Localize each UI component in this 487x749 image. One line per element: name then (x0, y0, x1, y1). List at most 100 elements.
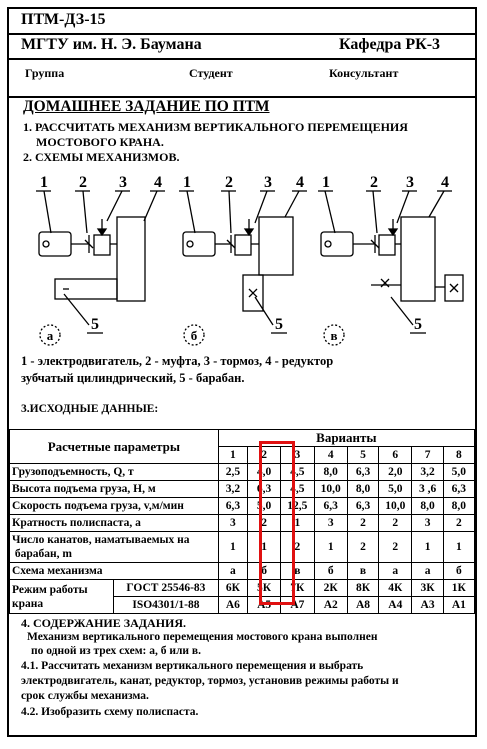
scheme-label: 5 (275, 316, 283, 333)
table-cell: 2 (346, 531, 380, 563)
row-label: Высота подъема груза, H, м (9, 480, 219, 498)
row-label-line: Число канатов, наматываемых на (12, 534, 190, 546)
table-cell: 1 (313, 531, 348, 563)
table-cell: 3К (411, 579, 444, 597)
task-item-1-cont: МОСТОВОГО КРАНА. (36, 135, 164, 149)
table-cell: 2 (280, 531, 315, 563)
table-cell: 5,0 (247, 497, 282, 515)
table-cell: 12,5 (280, 497, 315, 515)
table-cell: 2,0 (378, 463, 413, 481)
table-cell: А6 (217, 596, 249, 614)
table-cell: 8,0 (442, 497, 476, 515)
table-cell: 6,3 (346, 463, 380, 481)
table-row: ISO4301/1-88 А6 А5 А7 А2 А8 А4 А3 А1 (10, 596, 476, 614)
content-paragraph: по одной из трех схем: а, б или в. (31, 645, 202, 657)
table-cell: А3 (411, 596, 444, 614)
legend-line-2: зубчатый цилиндрический, 5 - барабан. (21, 371, 245, 385)
table-row: Скорость подъема груза, v,м/мин 6,3 5,0 … (9, 497, 476, 515)
scheme-label: 3 (406, 174, 414, 191)
scheme-label: 4 (154, 174, 162, 191)
table-cell: в (346, 562, 380, 580)
university-name: МГТУ им. Н. Э. Баумана (21, 36, 202, 53)
scheme-label: 2 (225, 174, 233, 191)
table-cell: 2 (378, 531, 413, 563)
table-cell: 10,0 (313, 480, 348, 498)
table-cell: 3,2 (411, 463, 444, 481)
table-cell: 4,5 (280, 463, 315, 481)
table-cell: 8,0 (411, 497, 444, 515)
gost-label: ГОСТ 25546-83 (113, 579, 219, 597)
table-cell: 2 (378, 514, 413, 532)
table-cell: а (411, 562, 444, 580)
table-cell: 2 (442, 514, 476, 532)
param-header: Расчетные параметры (9, 429, 219, 464)
content-paragraph: Механизм вертикального перемещения мосто… (27, 631, 378, 643)
content-paragraph: 4.1. Рассчитать механизм вертикального п… (21, 660, 364, 672)
group-label: Группа (25, 66, 65, 80)
scheme-label: 1 (322, 174, 330, 191)
scheme-label: 3 (264, 174, 272, 191)
table-cell: 3 (411, 514, 444, 532)
table-cell: 3 (217, 514, 249, 532)
table-cell: А4 (378, 596, 413, 614)
department-name: Кафедра РК-3 (339, 36, 441, 53)
table-cell: б (247, 562, 282, 580)
table-cell: 5,0 (378, 480, 413, 498)
mode-label-line: Режим работы (12, 583, 88, 596)
assignment-sheet: ПТМ-ДЗ-15 МГТУ им. Н. Э. Баумана Кафедра… (7, 7, 477, 737)
student-label: Студент (189, 66, 233, 80)
table-cell: 1 (411, 531, 444, 563)
consultant-label: Консультант (329, 66, 399, 80)
table-cell: 2К (313, 579, 348, 597)
table-cell: А2 (313, 596, 348, 614)
table-cell: А5 (247, 596, 282, 614)
scheme-label: 5 (414, 316, 422, 333)
table-row: Грузоподъемность, Q, т 2,5 4,0 4,5 8,0 6… (9, 463, 476, 481)
table-row: Число канатов, наматываемых на барабан, … (9, 531, 476, 563)
table-row: Кратность полиспаста, a 3 2 1 3 2 2 3 2 (9, 514, 476, 532)
doc-code: ПТМ-ДЗ-15 (21, 11, 106, 28)
table-cell: 10,0 (378, 497, 413, 515)
table-cell: 2,5 (217, 463, 249, 481)
table-cell: 8К (346, 579, 380, 597)
row-label: Кратность полиспаста, a (9, 514, 219, 532)
variant-number: 7 (411, 446, 444, 464)
table-cell: 6,3 (442, 480, 476, 498)
content-title: 4. СОДЕРЖАНИЕ ЗАДАНИЯ. (21, 616, 187, 630)
iso-label: ISO4301/1-88 (113, 596, 219, 614)
variant-a-label: а (47, 328, 54, 343)
table-cell: 4К (378, 579, 413, 597)
scheme-label: 1 (40, 174, 48, 191)
table-cell: 6,3 (313, 497, 348, 515)
table-cell: в (280, 562, 315, 580)
scheme-label: 4 (296, 174, 304, 191)
variants-header: Варианты (217, 429, 476, 447)
variant-c-label: в (330, 328, 337, 343)
table-cell: б (442, 562, 476, 580)
table-cell: 5К (247, 579, 282, 597)
table-cell: 4,0 (247, 463, 282, 481)
table-cell: б (313, 562, 348, 580)
table-cell: 4,5 (280, 480, 315, 498)
divider (9, 96, 475, 98)
variant-numbers-row: 1 2 3 4 5 6 7 8 (10, 446, 476, 464)
task-item-1: 1. РАССЧИТАТЬ МЕХАНИЗМ ВЕРТИКАЛЬНОГО ПЕР… (23, 120, 408, 134)
table-row: Схема механизма а б в б в а а б (9, 562, 476, 580)
variant-b-label: б (191, 328, 198, 343)
scheme-label: 1 (183, 174, 191, 191)
table-cell: а (217, 562, 249, 580)
variant-number: 5 (346, 446, 380, 464)
divider (9, 58, 475, 60)
source-data-title: 3.ИСХОДНЫЕ ДАННЫЕ: (21, 403, 159, 415)
scheme-label: 2 (370, 174, 378, 191)
table-cell: 1 (442, 531, 476, 563)
mode-label-line: крана (12, 597, 44, 610)
table-row: Высота подъема груза, H, м 3,2 6,3 4,5 1… (9, 480, 476, 498)
table-cell: 1 (217, 531, 249, 563)
page-title: ДОМАШНЕЕ ЗАДАНИЕ ПО ПТМ (23, 98, 270, 115)
table-cell: 1К (442, 579, 476, 597)
table-cell: 3 (313, 514, 348, 532)
table-cell: 3 ,6 (411, 480, 444, 498)
row-label-line: барабан, m (14, 548, 72, 560)
table-cell: 5,0 (442, 463, 476, 481)
